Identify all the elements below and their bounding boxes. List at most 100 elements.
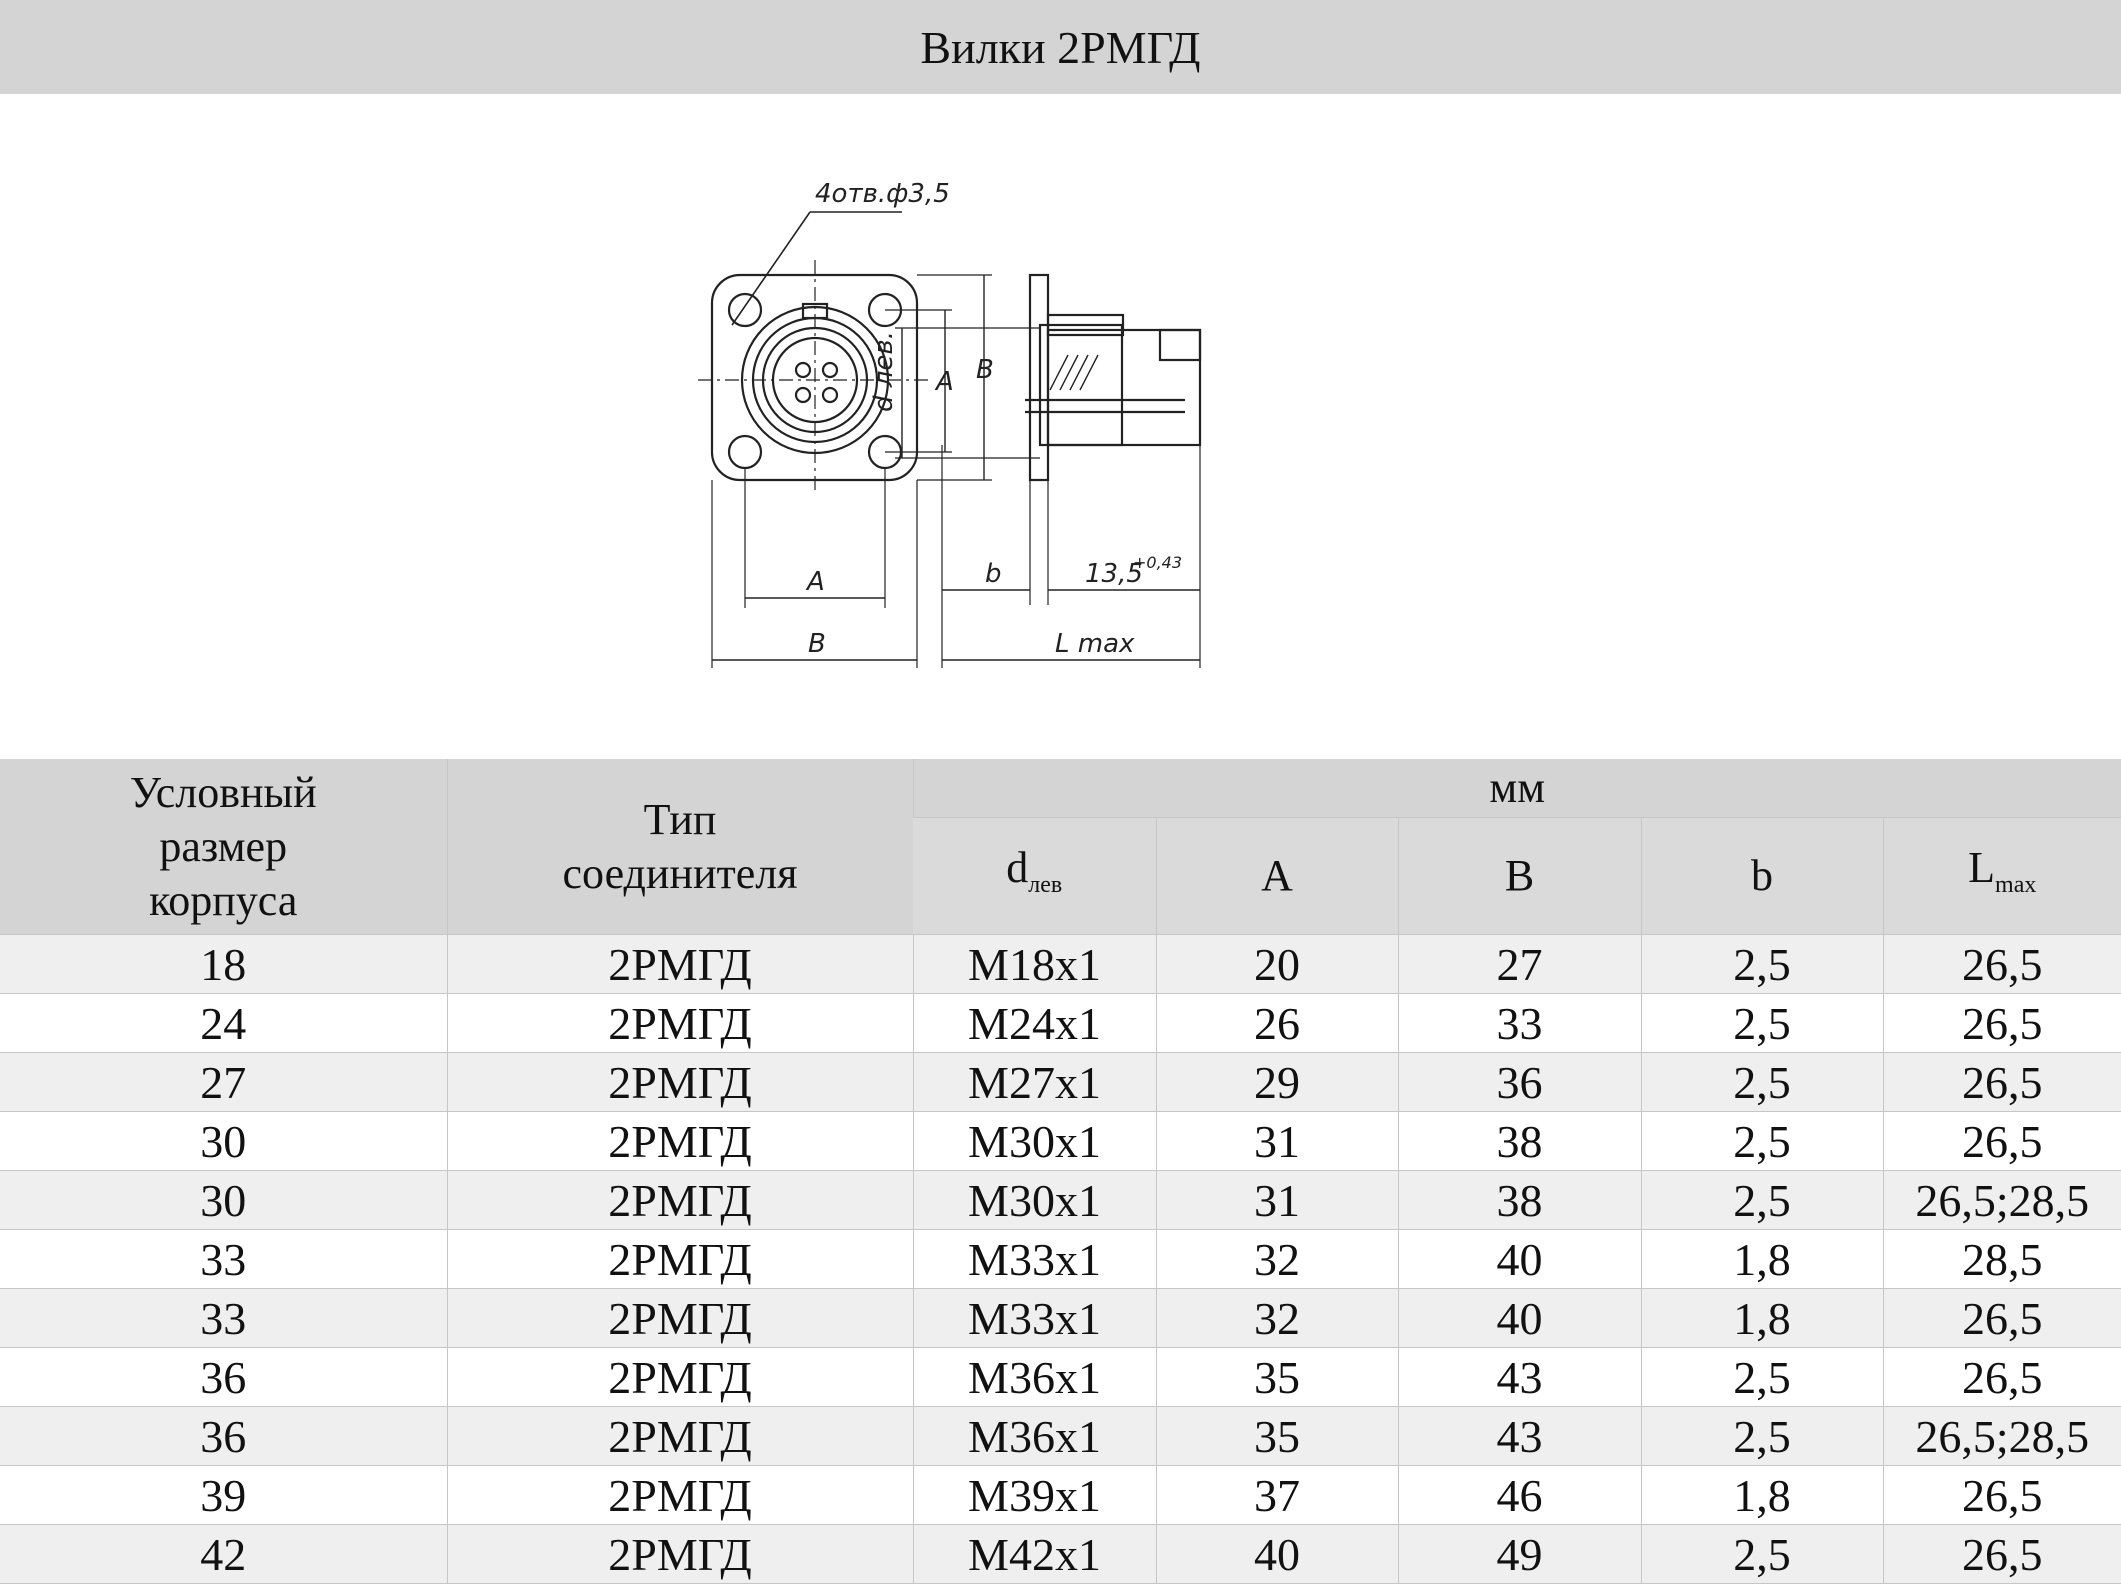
thread-cell: М42х1 <box>912 1524 1156 1584</box>
lmax-cell: 26,5;28,5 <box>1882 1406 2121 1466</box>
lmax-cell: 26,5 <box>1882 1052 2121 1112</box>
dimensions-table: Условный размер корпуса Тип соединителя … <box>0 759 2121 1591</box>
thread-cell: М18х1 <box>912 934 1156 994</box>
b-lower-cell: 2,5 <box>1640 993 1883 1053</box>
b-upper-cell: 33 <box>1397 993 1641 1053</box>
b-upper-cell: 46 <box>1397 1465 1641 1525</box>
header-mm-group: мм <box>912 759 2121 818</box>
size-cell: 30 <box>0 1111 447 1171</box>
dim-a-vertical-label: A <box>934 367 954 397</box>
lmax-cell: 26,5;28,5 <box>1882 1170 2121 1230</box>
thread-cell: М33х1 <box>912 1288 1156 1348</box>
type-cell: 2РМГД <box>446 1288 913 1348</box>
type-cell: 2РМГД <box>446 1229 913 1289</box>
lmax-cell: 26,5 <box>1882 934 2121 994</box>
type-cell: 2РМГД <box>446 1170 913 1230</box>
technical-drawing: 4отв.ф3,5 A B A B d лев. b 13,5 +0,43 L … <box>640 150 1580 690</box>
a-cell: 26 <box>1155 993 1398 1053</box>
header-connector-type: Тип соединителя <box>446 759 913 935</box>
type-cell: 2РМГД <box>446 1465 913 1525</box>
b-lower-cell: 2,5 <box>1640 1524 1883 1584</box>
b-lower-cell: 1,8 <box>1640 1465 1883 1525</box>
header-a: A <box>1155 817 1398 935</box>
type-cell: 2РМГД <box>446 993 913 1053</box>
dim-b-vertical-label: B <box>976 355 994 385</box>
thread-cell: М36х1 <box>912 1406 1156 1466</box>
b-upper-cell: 40 <box>1397 1288 1641 1348</box>
size-cell: 36 <box>0 1406 447 1466</box>
a-cell: 35 <box>1155 1347 1398 1407</box>
a-cell: 29 <box>1155 1052 1398 1112</box>
size-cell: 24 <box>0 993 447 1053</box>
b-upper-cell: 27 <box>1397 934 1641 994</box>
b-lower-cell: 2,5 <box>1640 1111 1883 1171</box>
size-cell: 42 <box>0 1524 447 1584</box>
thread-cell: М27х1 <box>912 1052 1156 1112</box>
lmax-cell: 26,5 <box>1882 1465 2121 1525</box>
thread-cell: М30х1 <box>912 1170 1156 1230</box>
header-l-max: Lmax <box>1882 817 2121 935</box>
header-body-size: Условный размер корпуса <box>0 759 447 935</box>
type-cell: 2РМГД <box>446 1406 913 1466</box>
thread-cell: М30х1 <box>912 1111 1156 1171</box>
a-cell: 32 <box>1155 1288 1398 1348</box>
thread-cell: М24х1 <box>912 993 1156 1053</box>
dim-lmax-label: L max <box>1055 629 1135 659</box>
a-cell: 31 <box>1155 1170 1398 1230</box>
lmax-cell: 26,5 <box>1882 1347 2121 1407</box>
lmax-cell: 26,5 <box>1882 1524 2121 1584</box>
dim-d-label: d лев. <box>869 331 899 412</box>
a-cell: 37 <box>1155 1465 1398 1525</box>
a-cell: 32 <box>1155 1229 1398 1289</box>
b-lower-cell: 2,5 <box>1640 1052 1883 1112</box>
size-cell: 36 <box>0 1347 447 1407</box>
b-upper-cell: 43 <box>1397 1406 1641 1466</box>
page-title: Вилки 2РМГД <box>0 0 2121 94</box>
header-d-lev: dлев <box>913 817 1156 935</box>
lmax-cell: 26,5 <box>1882 993 2121 1053</box>
dim-b-small-label: b <box>985 559 1002 589</box>
b-upper-cell: 43 <box>1397 1347 1641 1407</box>
size-cell: 18 <box>0 934 447 994</box>
type-cell: 2РМГД <box>446 1111 913 1171</box>
type-cell: 2РМГД <box>446 1524 913 1584</box>
front-view <box>698 211 992 668</box>
dim-13-5-tolerance: +0,43 <box>1133 553 1182 572</box>
b-upper-cell: 36 <box>1397 1052 1641 1112</box>
b-upper-cell: 40 <box>1397 1229 1641 1289</box>
b-upper-cell: 38 <box>1397 1111 1641 1171</box>
dim-a-horizontal-label: A <box>805 567 825 597</box>
b-lower-cell: 2,5 <box>1640 934 1883 994</box>
size-cell: 30 <box>0 1170 447 1230</box>
side-view <box>895 273 1202 668</box>
size-cell: 39 <box>0 1465 447 1525</box>
a-cell: 35 <box>1155 1406 1398 1466</box>
b-lower-cell: 1,8 <box>1640 1229 1883 1289</box>
type-cell: 2РМГД <box>446 934 913 994</box>
thread-cell: М36х1 <box>912 1347 1156 1407</box>
lmax-cell: 26,5 <box>1882 1288 2121 1348</box>
type-cell: 2РМГД <box>446 1052 913 1112</box>
size-cell: 33 <box>0 1229 447 1289</box>
header-b-upper: B <box>1397 817 1641 935</box>
b-upper-cell: 38 <box>1397 1170 1641 1230</box>
dim-13-5-label: 13,5 <box>1085 559 1143 589</box>
a-cell: 20 <box>1155 934 1398 994</box>
lmax-cell: 26,5 <box>1882 1111 2121 1171</box>
holes-note-label: 4отв.ф3,5 <box>815 179 950 209</box>
b-upper-cell: 49 <box>1397 1524 1641 1584</box>
lmax-cell: 28,5 <box>1882 1229 2121 1289</box>
b-lower-cell: 2,5 <box>1640 1170 1883 1230</box>
dim-b-horizontal-label: B <box>808 629 826 659</box>
a-cell: 40 <box>1155 1524 1398 1584</box>
a-cell: 31 <box>1155 1111 1398 1171</box>
